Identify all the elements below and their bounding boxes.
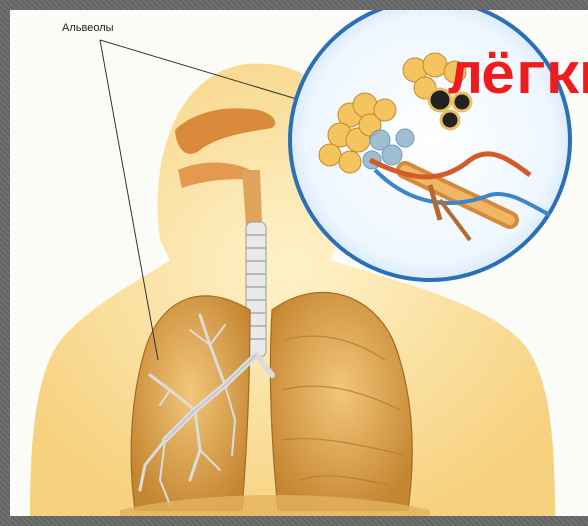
alveoli-label: Альвеолы [62, 22, 114, 34]
overlay-title: лёгкие [448, 50, 588, 108]
diagram-canvas: Альвеолы лёгкие [10, 10, 588, 516]
